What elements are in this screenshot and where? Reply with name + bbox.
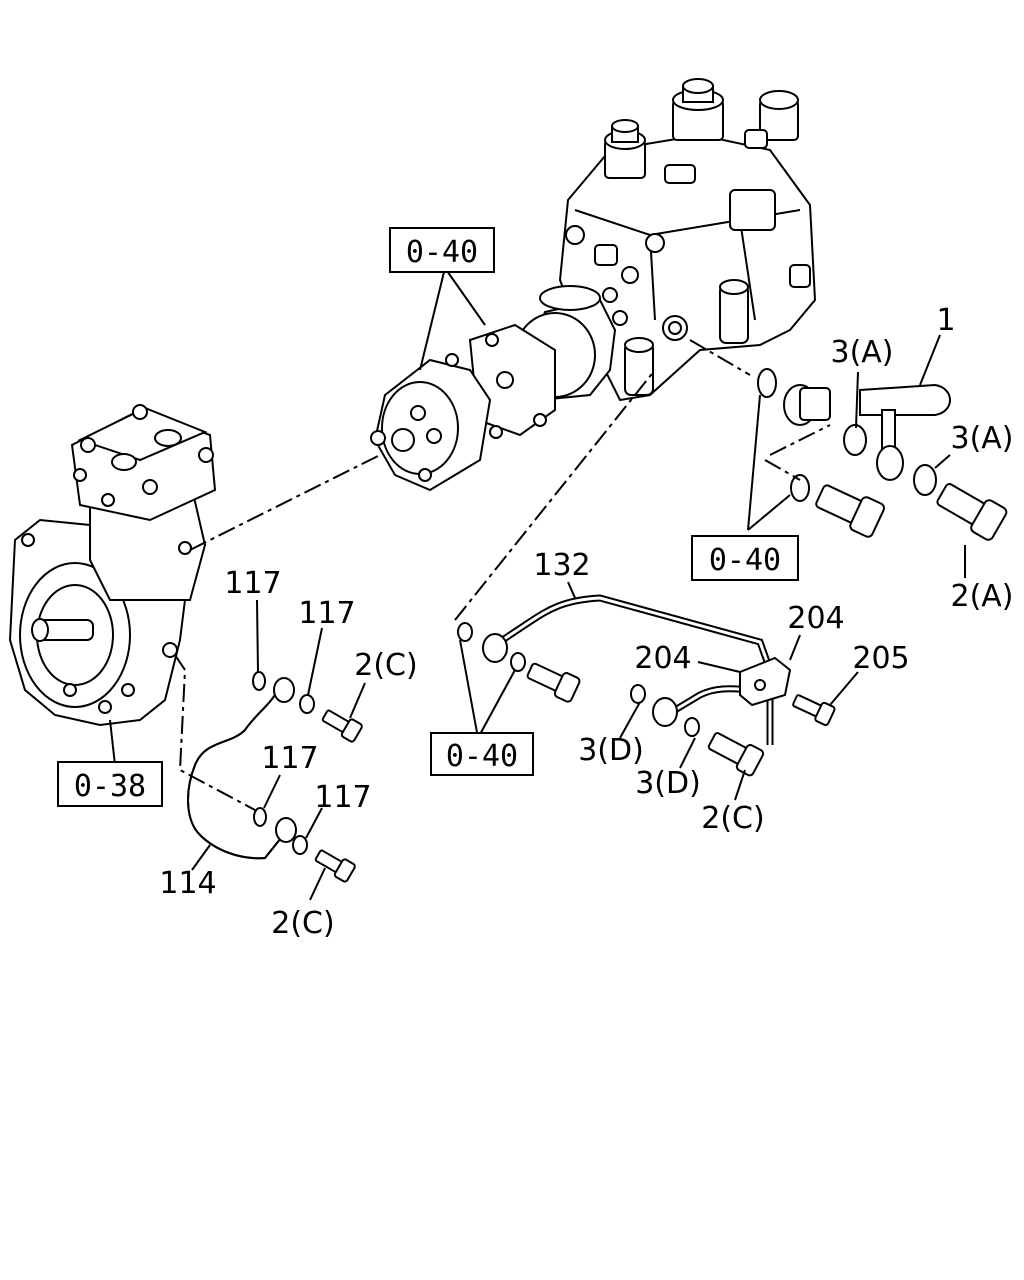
oil-pipe-114	[187, 671, 363, 883]
callout-117-c: 117	[261, 741, 318, 776]
callout-204-lower: 204	[634, 641, 691, 676]
callout-3a-right: 3(A)	[950, 421, 1013, 456]
callout-205: 205	[852, 641, 909, 676]
callout-3a-top: 3(A)	[830, 335, 893, 370]
callout-204-upper: 204	[787, 601, 844, 636]
part-callouts: 1 3(A) 3(A) 2(A) 132 204 204 205 3(D) 3(…	[159, 303, 1013, 941]
ref-label: 0-40	[406, 235, 478, 270]
ref-box-bottom-middle[interactable]: 0-40	[430, 732, 534, 776]
pump-coupling	[370, 285, 617, 492]
fuel-pipe-1	[757, 368, 1008, 541]
ref-label: 0-38	[74, 769, 146, 804]
ref-box-banjo-right[interactable]: 0-40	[691, 535, 799, 581]
callout-2a: 2(A)	[950, 579, 1013, 614]
oil-pipe-132	[457, 594, 836, 777]
injection-pump	[558, 78, 817, 402]
callout-117-b: 117	[298, 596, 355, 631]
callout-2c-left-lower: 2(C)	[271, 906, 334, 941]
callout-3d-upper: 3(D)	[578, 733, 644, 768]
alignment-lines	[174, 339, 831, 811]
leader-lines	[109, 267, 966, 901]
air-compressor	[8, 404, 217, 727]
ref-box-pump-top[interactable]: 0-40	[389, 227, 495, 273]
callout-1: 1	[936, 303, 955, 338]
ref-label: 0-40	[446, 739, 518, 774]
callout-117-d: 117	[314, 780, 371, 815]
callout-114: 114	[159, 866, 216, 901]
callout-117-a: 117	[224, 566, 281, 601]
callout-2c-right: 2(C)	[701, 801, 764, 836]
ref-box-compressor[interactable]: 0-38	[57, 761, 163, 807]
ref-label: 0-40	[709, 543, 781, 578]
callout-132: 132	[533, 548, 590, 583]
callout-2c-left-upper: 2(C)	[354, 648, 417, 683]
callout-3d-lower: 3(D)	[635, 766, 701, 801]
